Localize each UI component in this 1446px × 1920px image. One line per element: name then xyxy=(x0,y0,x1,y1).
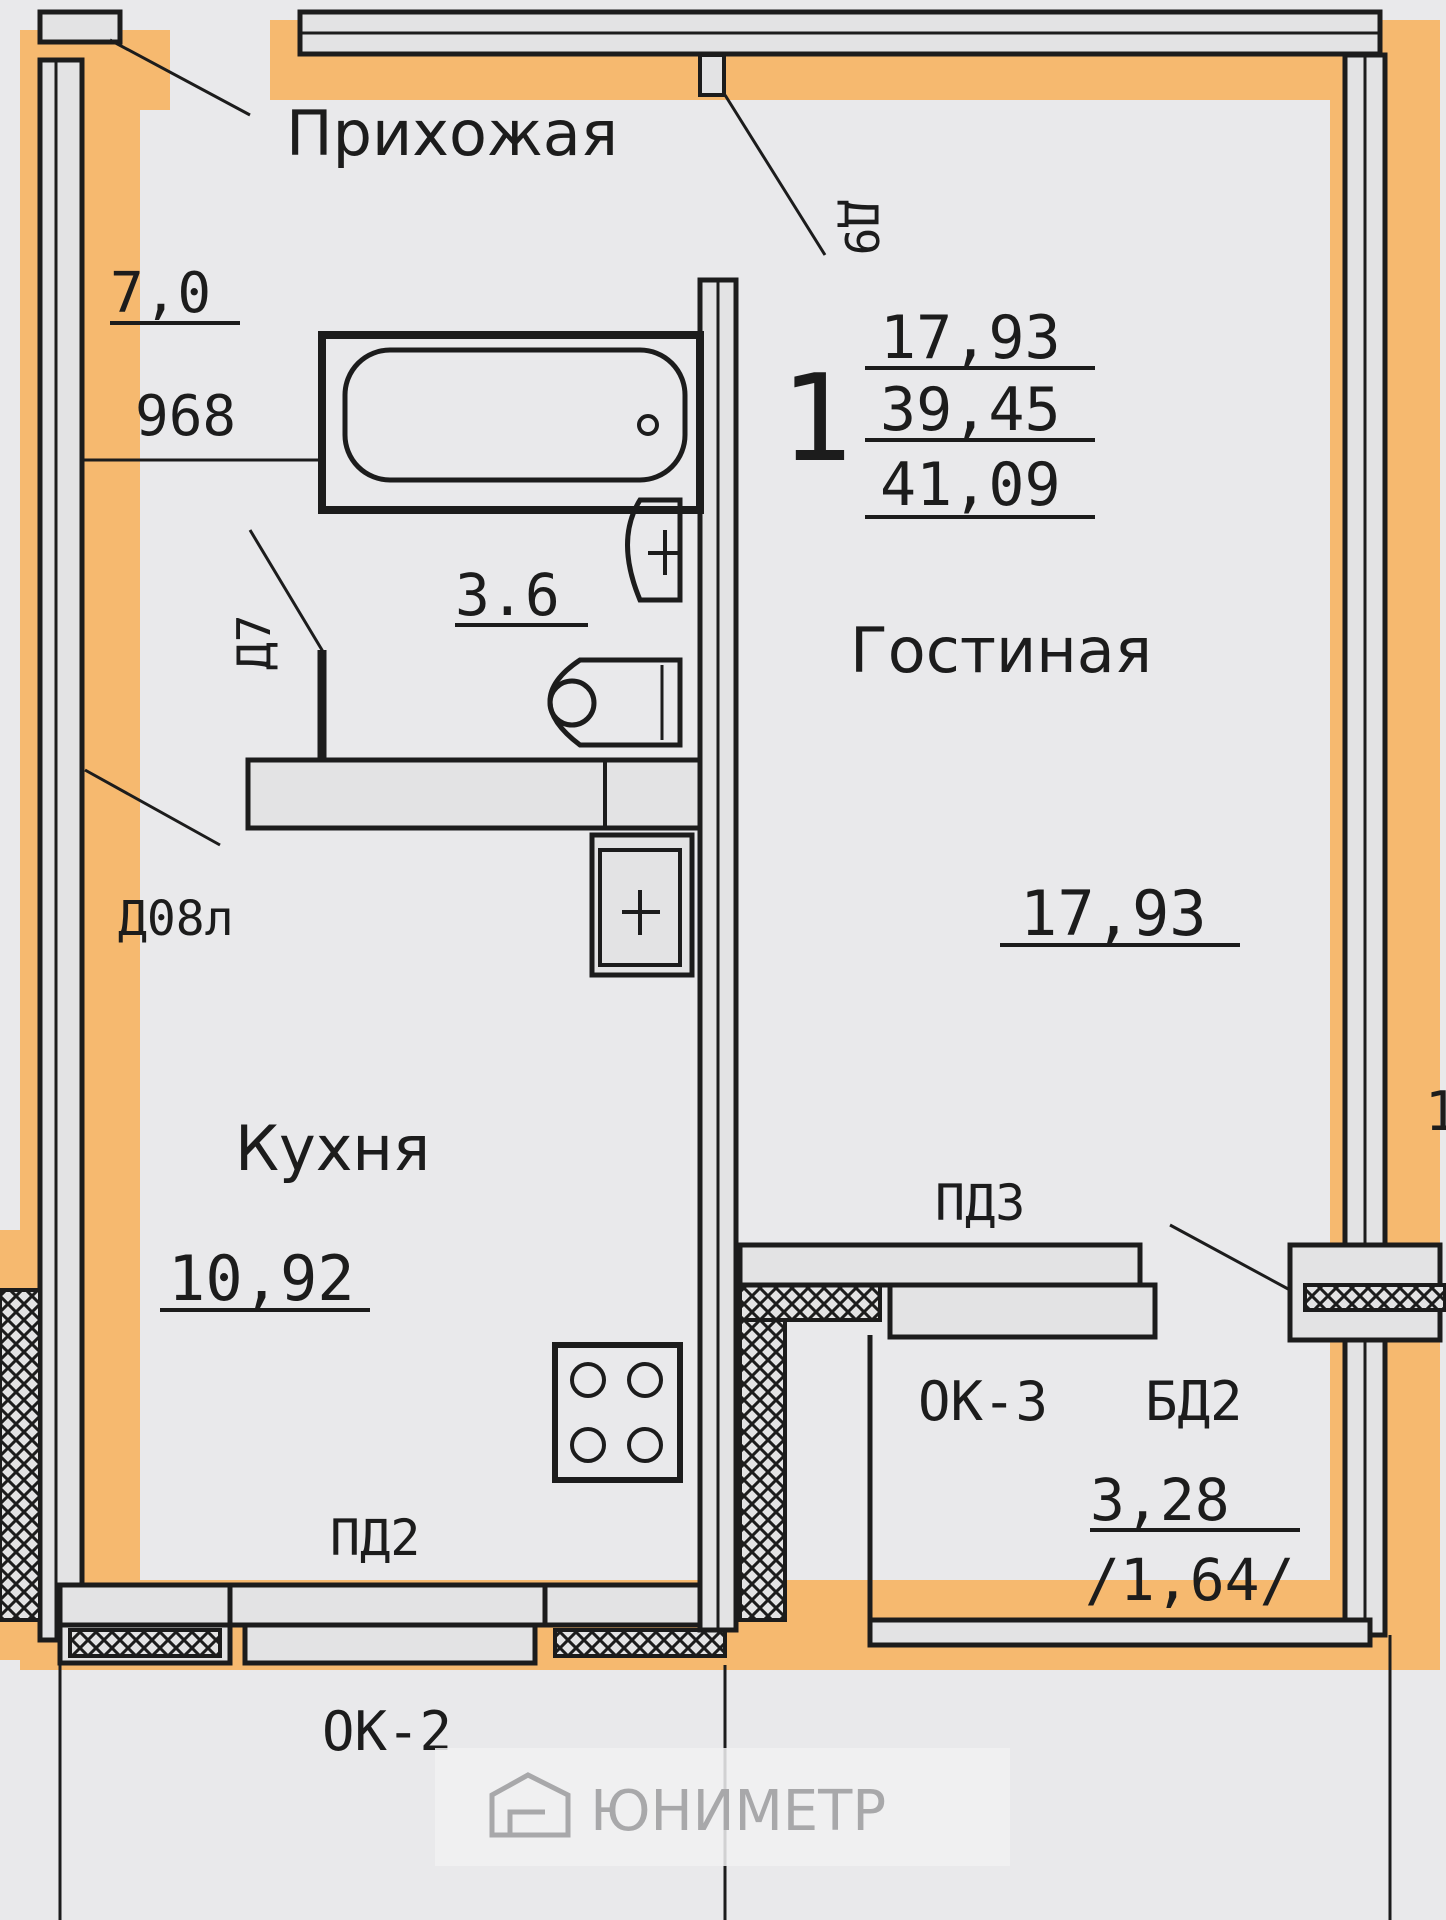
house-logo-icon xyxy=(489,1772,571,1838)
kitchen-fixtures xyxy=(552,832,695,1483)
watermark: ЮНИМЕТР xyxy=(435,1748,1010,1866)
living-area: 17,93 xyxy=(1020,877,1207,950)
bathroom-area: 3.6 xyxy=(455,561,560,629)
rooms-count: 1 xyxy=(780,350,852,489)
watermark-text: ЮНИМЕТР xyxy=(590,1779,886,1844)
mark-d08l: Д08л xyxy=(118,891,234,947)
summary-living-area: 17,93 xyxy=(880,303,1061,373)
leader-lines xyxy=(82,38,1291,1292)
hallway-area: 7,0 xyxy=(110,261,211,326)
room-label-kitchen: Кухня xyxy=(235,1112,430,1185)
bathtub-icon xyxy=(342,347,688,483)
mark-pd3: ПД3 xyxy=(935,1174,1025,1232)
balcony-walls xyxy=(737,1242,1446,1343)
mark-pd2: ПД2 xyxy=(330,1509,420,1567)
sink-icon xyxy=(625,497,683,603)
mark-ok2: ОК-2 xyxy=(322,1700,452,1763)
mark-edge: 1 xyxy=(1425,1080,1446,1143)
mark-bd2: БД2 xyxy=(1145,1370,1243,1433)
mark-d7: Д7 xyxy=(227,615,281,670)
outer-walls xyxy=(37,9,1388,1643)
room-label-hallway: Прихожая xyxy=(286,97,618,170)
mark-ok3: ОК-3 xyxy=(918,1370,1048,1433)
summary-total-with-balcony: 41,09 xyxy=(880,450,1061,520)
bathroom xyxy=(245,331,704,831)
balcony-area-reduced: /1,64/ xyxy=(1085,1546,1295,1614)
stove-icon xyxy=(552,1342,683,1483)
summary-total-area: 39,45 xyxy=(880,375,1061,445)
room-label-living: Гостиная xyxy=(850,614,1152,687)
left-facade-hatch xyxy=(0,1288,42,1622)
mark-d9: Д9 xyxy=(834,200,888,255)
bottom-walls xyxy=(57,1582,1373,1666)
balcony-area: 3,28 xyxy=(1090,1466,1230,1534)
central-partition xyxy=(697,277,882,1633)
kitchen-area: 10,92 xyxy=(168,1242,355,1315)
underline-rules xyxy=(110,321,1300,1532)
kitchen-sink-icon xyxy=(598,848,682,967)
hallway-code: 968 xyxy=(135,384,236,449)
